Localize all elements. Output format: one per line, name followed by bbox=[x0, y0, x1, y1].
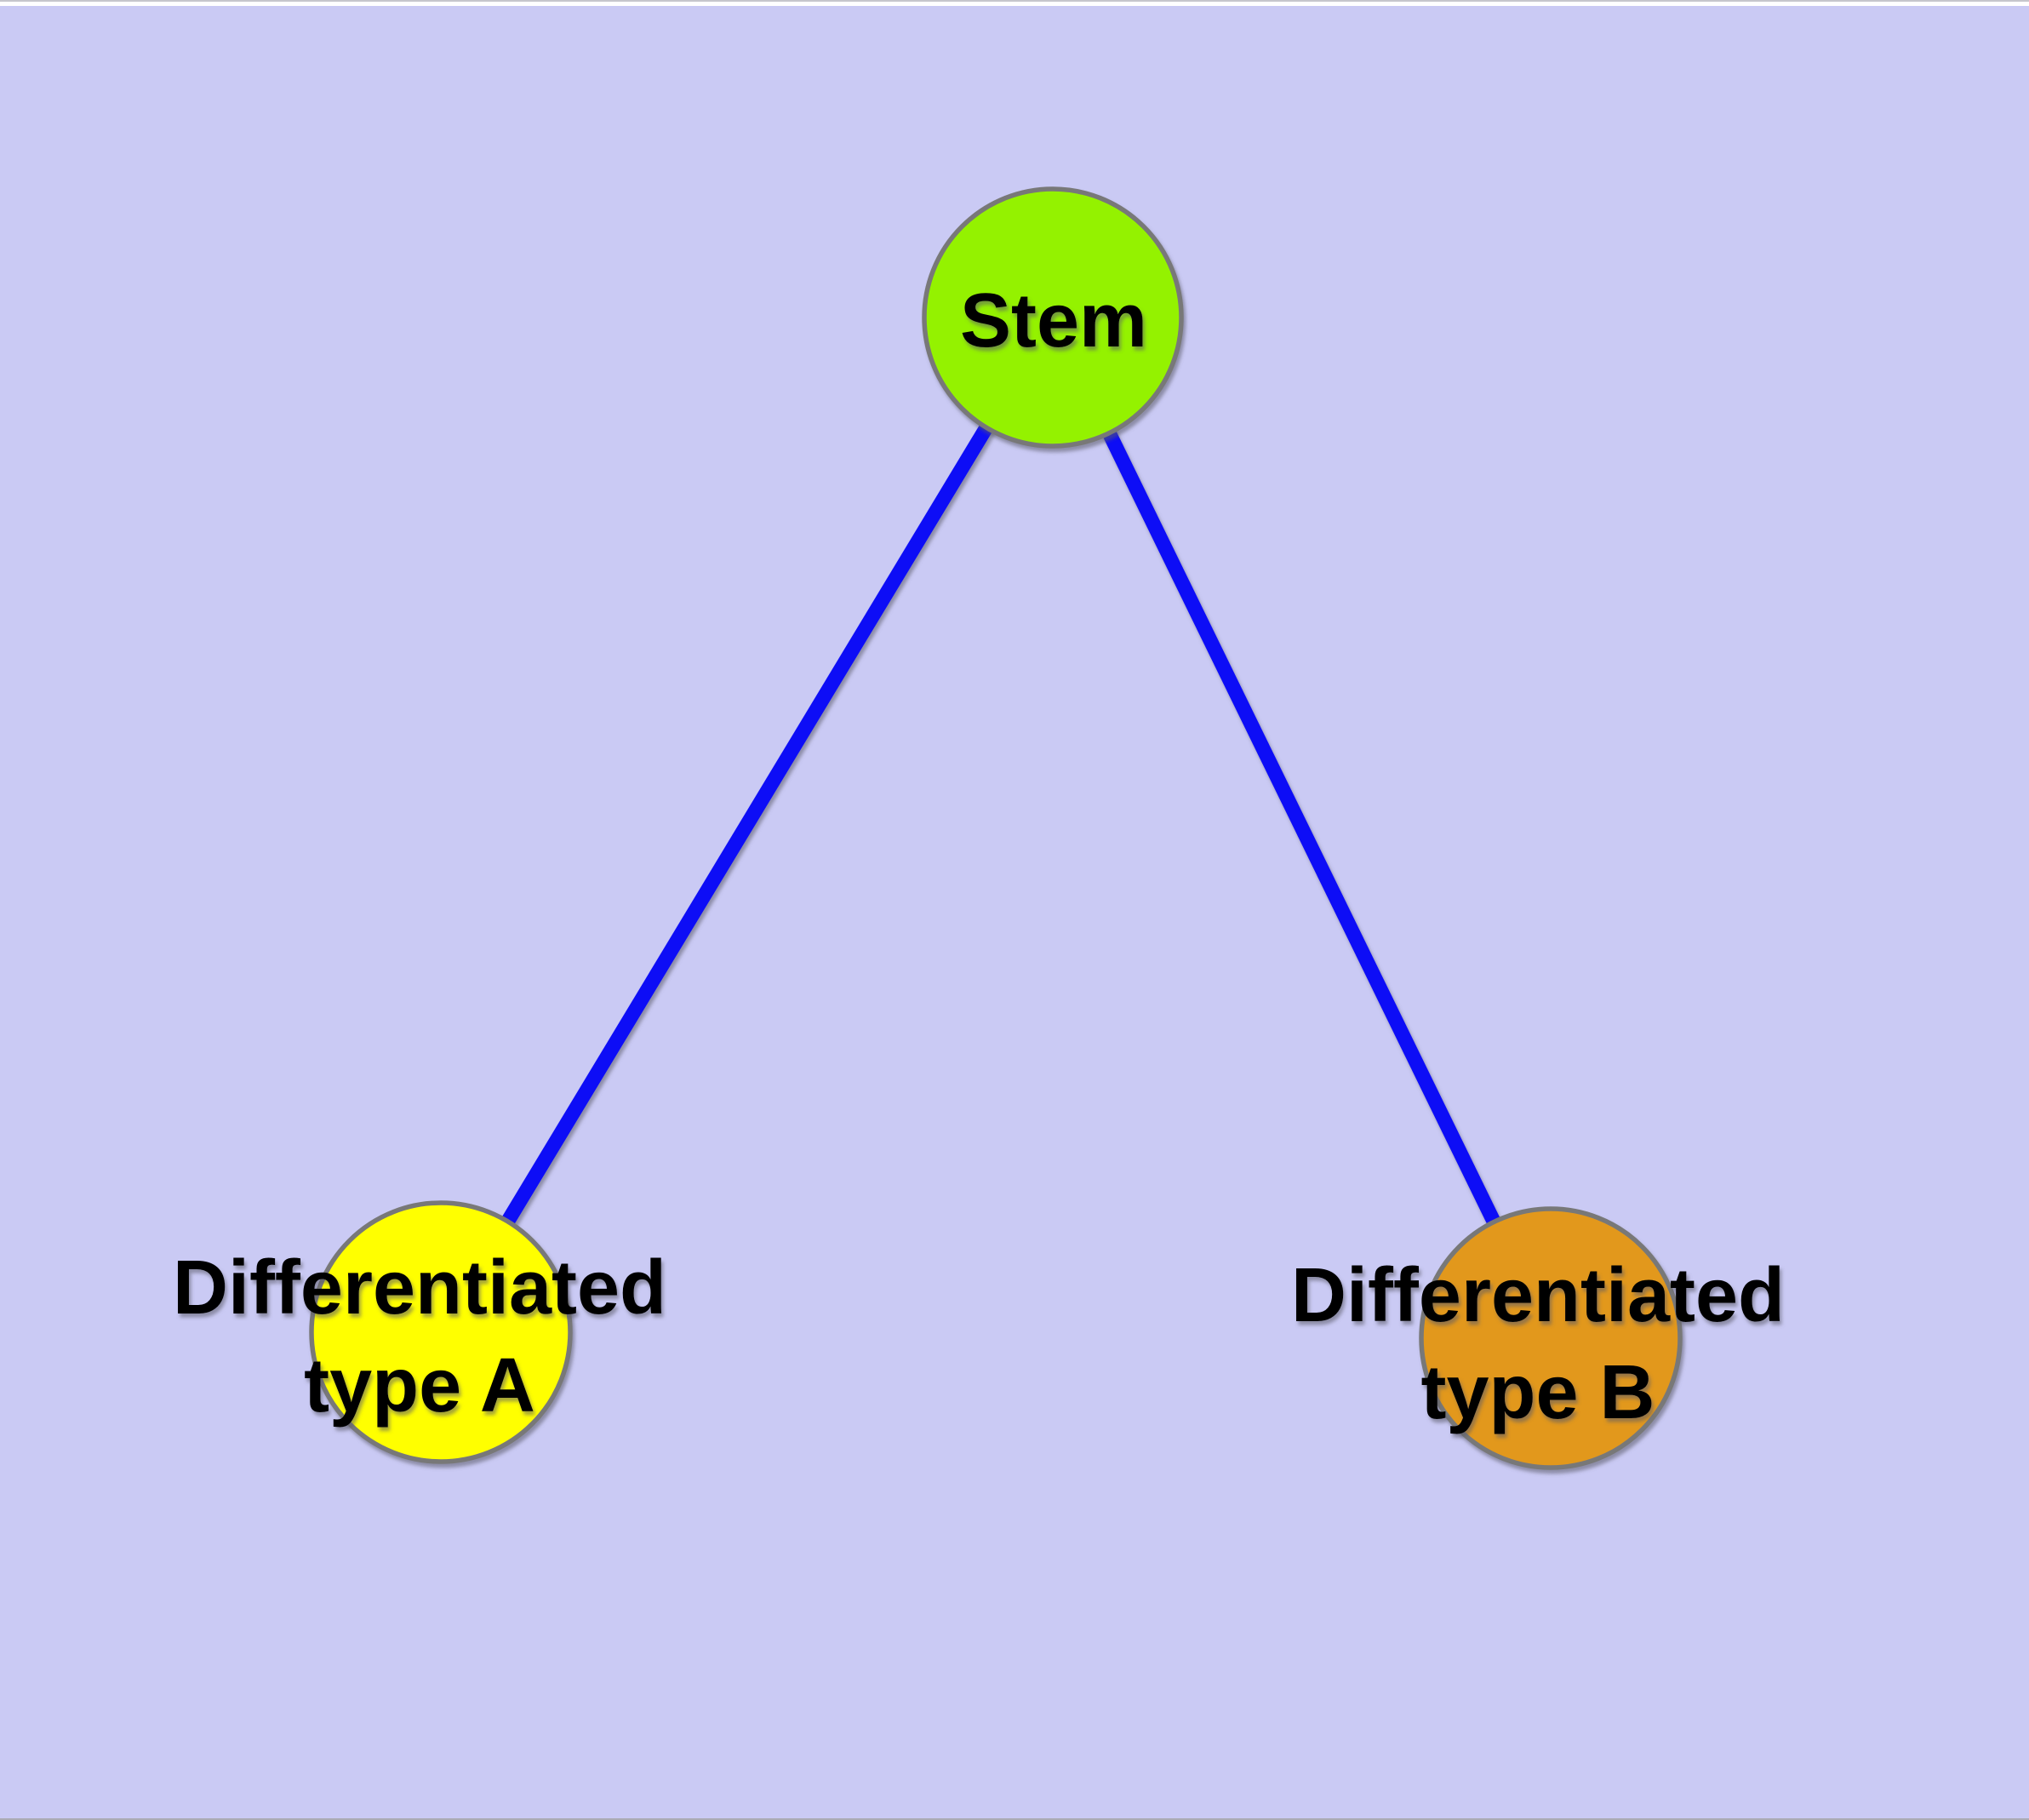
top-strip bbox=[0, 0, 2029, 6]
node-type-b-label-line2: type B bbox=[1420, 1350, 1655, 1435]
top-edge-line bbox=[0, 0, 2029, 2]
node-stem-circle bbox=[922, 186, 1184, 449]
edge-stem-to-type-a bbox=[434, 313, 1060, 1336]
node-type-b-label-line1: Differentiated bbox=[1291, 1253, 1785, 1338]
bottom-edge-line bbox=[0, 1818, 2029, 1820]
node-stem-label: Stem bbox=[960, 278, 1147, 363]
node-type-a-label-line1: Differentiated bbox=[173, 1245, 666, 1331]
node-type-b-circle bbox=[1419, 1206, 1683, 1470]
node-type-a-circle bbox=[309, 1200, 573, 1464]
node-type-a-label-line2: type A bbox=[304, 1343, 535, 1428]
edge-stem-to-type-b bbox=[1046, 314, 1557, 1342]
